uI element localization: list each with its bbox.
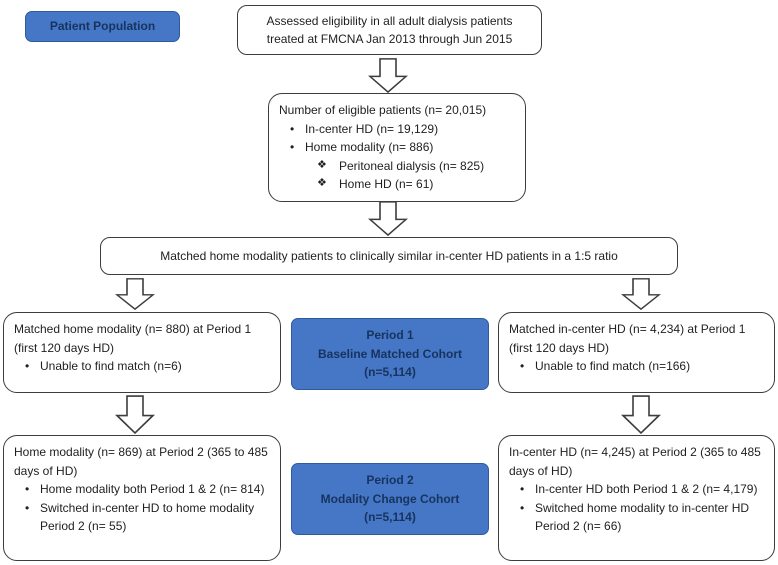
box-period2-home-modality: Home modality (n= 869) at Period 2 (365 … <box>3 435 281 561</box>
down-arrow-icon <box>114 278 156 310</box>
diamond-bullet-icon: ❖ <box>317 177 327 190</box>
bullet-icon: • <box>25 359 30 374</box>
eligible-title: Number of eligible patients (n= 20,015) <box>279 103 487 117</box>
list-item: • Unable to find match (n=6) <box>14 357 270 376</box>
bullet-icon: • <box>25 482 30 497</box>
box-period2-cohort: Period 2 Modality Change Cohort (n=5,114… <box>291 463 489 535</box>
box-period1-home-modality: Matched home modality (n= 880) at Period… <box>3 312 281 393</box>
bullet-icon: • <box>520 482 525 497</box>
diamond-bullet-icon: ❖ <box>317 158 327 171</box>
box-period2-incenter: In-center HD (n= 4,245) at Period 2 (365… <box>498 435 775 561</box>
list-item: • In-center HD (n= 19,129) <box>279 120 515 139</box>
list-item: • Switched home modality to in-center HD… <box>509 499 764 536</box>
list-item: • Home modality both Period 1 & 2 (n= 81… <box>14 480 270 499</box>
list-item: • Home modality (n= 886) <box>279 138 515 157</box>
period1-home-title: Matched home modality (n= 880) at Period… <box>14 322 252 355</box>
list-item: ❖ Home HD (n= 61) <box>279 175 515 194</box>
legend-label: Patient Population <box>49 19 156 34</box>
box-eligible-patients: Number of eligible patients (n= 20,015) … <box>268 93 526 202</box>
bullet-icon: • <box>290 121 295 136</box>
down-arrow-icon <box>620 278 662 310</box>
period1-incenter-title: Matched in-center HD (n= 4,234) at Perio… <box>509 322 746 355</box>
box-period1-incenter: Matched in-center HD (n= 4,234) at Perio… <box>498 312 775 393</box>
down-arrow-icon <box>367 58 409 93</box>
list-item: • Unable to find match (n=166) <box>509 357 764 376</box>
list-item: ❖ Peritoneal dialysis (n= 825) <box>279 157 515 176</box>
legend-patient-population: Patient Population <box>25 11 180 42</box>
list-item: • In-center HD both Period 1 & 2 (n= 4,1… <box>509 480 764 499</box>
bullet-icon: • <box>290 140 295 155</box>
assessed-line-1: Assessed eligibility in all adult dialys… <box>266 14 513 28</box>
box-assessed-eligibility: Assessed eligibility in all adult dialys… <box>237 5 542 55</box>
bullet-icon: • <box>520 359 525 374</box>
down-arrow-icon <box>114 395 156 434</box>
box-period1-cohort: Period 1 Baseline Matched Cohort (n=5,11… <box>291 318 489 390</box>
bullet-icon: • <box>520 500 525 515</box>
assessed-line-2: treated at FMCNA Jan 2013 through Jun 20… <box>266 32 513 46</box>
bullet-icon: • <box>25 500 30 515</box>
matched-text: Matched home modality patients to clinic… <box>160 249 618 263</box>
period2-incenter-title: In-center HD (n= 4,245) at Period 2 (365… <box>509 445 761 478</box>
list-item: • Switched in-center HD to home modality… <box>14 499 270 536</box>
box-matched-ratio: Matched home modality patients to clinic… <box>100 237 678 275</box>
down-arrow-icon <box>367 201 409 236</box>
down-arrow-icon <box>620 395 662 434</box>
period2-home-title: Home modality (n= 869) at Period 2 (365 … <box>14 445 268 478</box>
